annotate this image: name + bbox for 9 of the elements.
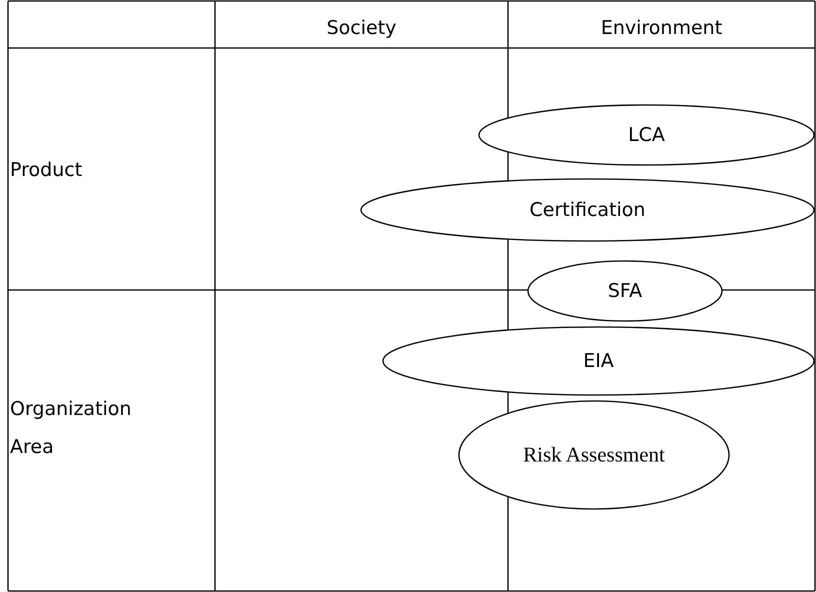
column-header: Society [326, 16, 398, 41]
ellipse-label: LCA [627, 124, 666, 146]
row-header: Organization Area [10, 397, 132, 460]
ellipse-label: Risk Assessment [522, 442, 666, 468]
ellipse-label: Certification [528, 199, 646, 221]
ellipse-label: SFA [606, 280, 644, 302]
column-header: Environment [600, 16, 724, 41]
row-header: Product [10, 158, 82, 183]
ellipse-label: EIA [582, 350, 615, 372]
